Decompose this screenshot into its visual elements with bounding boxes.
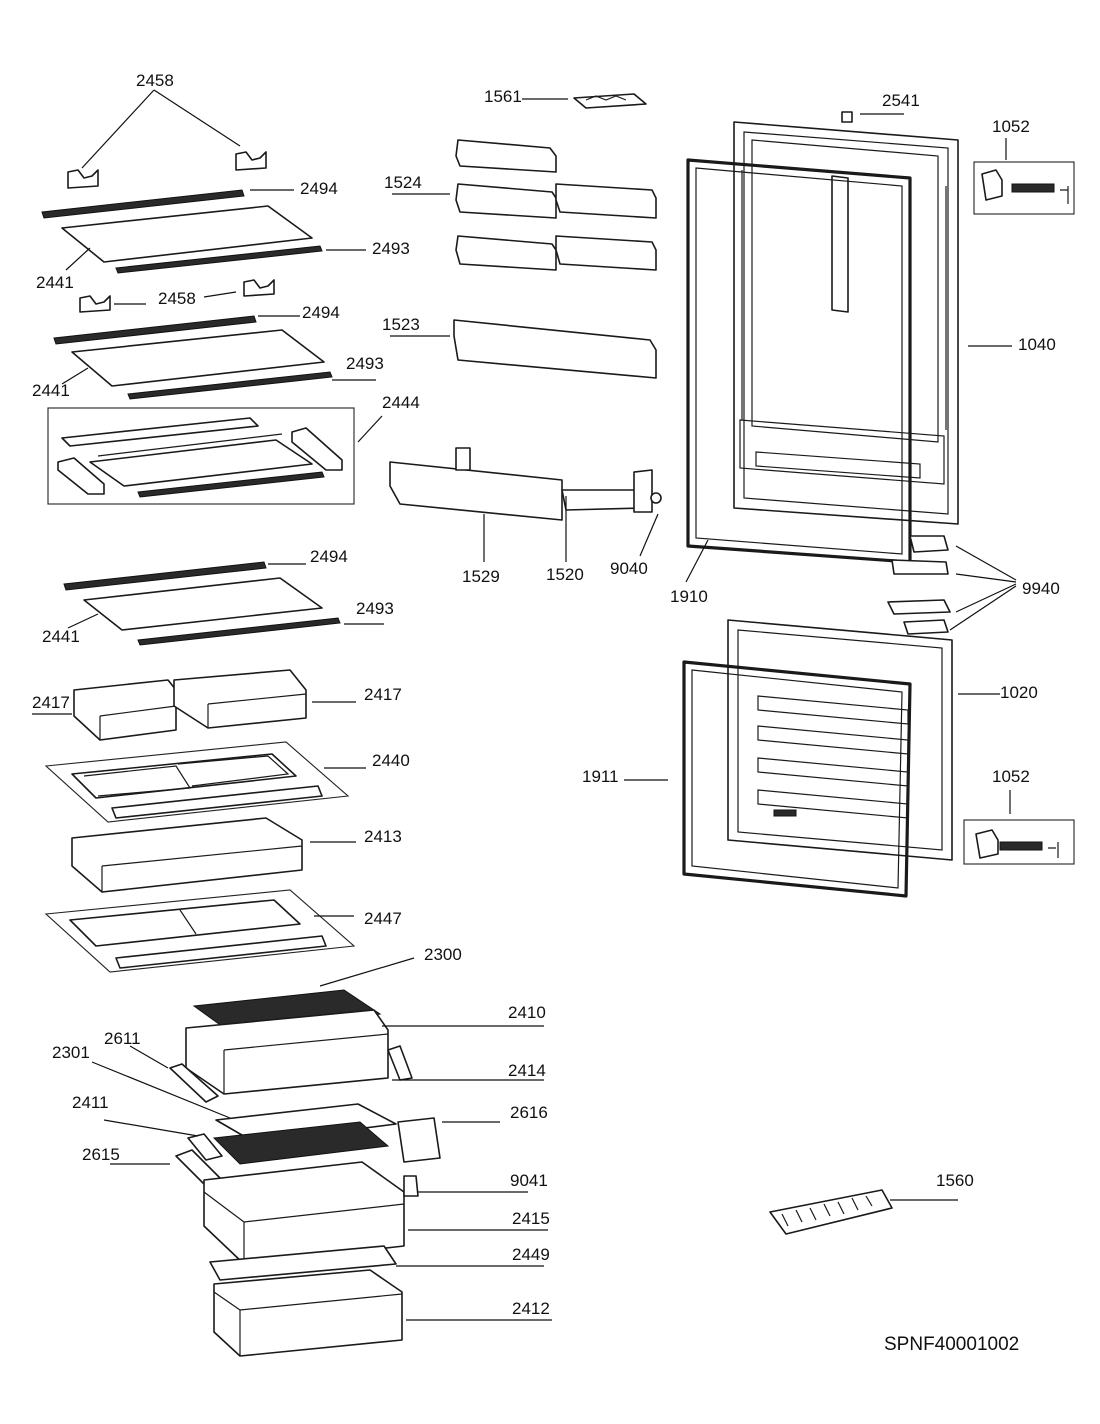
label-2611: 2611 bbox=[104, 1029, 141, 1048]
label-2449: 2449 bbox=[512, 1245, 550, 1264]
middle-hinge-set bbox=[887, 535, 951, 635]
label-2615: 2615 bbox=[82, 1145, 120, 1164]
freezer-middle-drawer bbox=[175, 1149, 419, 1265]
freezer-top-drawer bbox=[169, 989, 413, 1103]
shelf-support-pair-top bbox=[67, 151, 267, 189]
label-2413: 2413 bbox=[364, 827, 402, 846]
glass-shelf-1 bbox=[41, 189, 323, 274]
label-2493-2: 2493 bbox=[346, 354, 384, 373]
label-2494-2: 2494 bbox=[302, 303, 340, 322]
egg-tray bbox=[573, 93, 647, 109]
label-1560: 1560 bbox=[936, 1171, 974, 1190]
freezer-bottom-drawer bbox=[213, 1269, 403, 1357]
crisper-cover-frame bbox=[71, 753, 323, 819]
shelf-support-pair-middle bbox=[79, 279, 275, 313]
label-2494-3: 2494 bbox=[310, 547, 348, 566]
label-2412: 2412 bbox=[512, 1299, 550, 1318]
label-2441-2: 2441 bbox=[32, 381, 70, 400]
label-1523: 1523 bbox=[382, 315, 420, 334]
label-2301: 2301 bbox=[52, 1043, 90, 1062]
label-2458-middle: 2458 bbox=[158, 289, 196, 308]
hinge-kit-bottom bbox=[975, 829, 1059, 859]
hinge-kit-top bbox=[981, 169, 1069, 204]
label-2415: 2415 bbox=[512, 1209, 550, 1228]
label-1529: 1529 bbox=[462, 567, 500, 586]
folding-shelf-assembly bbox=[57, 417, 343, 498]
ice-cube-tray bbox=[769, 1189, 893, 1235]
glass-shelf-2 bbox=[53, 315, 333, 400]
label-1052-bottom: 1052 bbox=[992, 767, 1030, 786]
label-2458-top: 2458 bbox=[136, 71, 174, 90]
label-2441-1: 2441 bbox=[36, 273, 74, 292]
large-crisper-drawer bbox=[71, 817, 303, 893]
label-2441-3: 2441 bbox=[42, 627, 80, 646]
freezer-divider-plate bbox=[209, 1245, 397, 1281]
freezer-door-gasket bbox=[682, 660, 912, 898]
label-1561: 1561 bbox=[484, 87, 522, 106]
hinge-kit-box-bottom bbox=[963, 819, 1075, 865]
freezer-tray bbox=[187, 1103, 441, 1165]
freezer-door-inner bbox=[727, 619, 953, 861]
label-9940: 9940 bbox=[1022, 579, 1060, 598]
label-1910: 1910 bbox=[670, 587, 708, 606]
label-2541: 2541 bbox=[882, 91, 920, 110]
label-1052-top: 1052 bbox=[992, 117, 1030, 136]
label-2444: 2444 bbox=[382, 393, 420, 412]
drawer-cover-frame bbox=[69, 899, 327, 969]
label-1911: 1911 bbox=[582, 767, 619, 786]
label-1524: 1524 bbox=[384, 173, 422, 192]
label-2417-right: 2417 bbox=[364, 685, 402, 704]
fridge-door-inner bbox=[733, 121, 959, 525]
label-1040: 1040 bbox=[1018, 335, 1056, 354]
hinge-cap bbox=[841, 111, 853, 123]
crisper-cover-outline bbox=[44, 741, 350, 823]
label-2417-left: 2417 bbox=[32, 693, 70, 712]
label-2410: 2410 bbox=[508, 1003, 546, 1022]
door-bin-large bbox=[453, 319, 657, 379]
drawer-cover-outline bbox=[44, 889, 356, 973]
label-2447: 2447 bbox=[364, 909, 402, 928]
door-bin-small-set bbox=[455, 139, 657, 271]
diagram-code: SPNF40001002 bbox=[884, 1334, 1019, 1355]
hinge-kit-box-top bbox=[973, 161, 1075, 215]
dairy-compartment bbox=[389, 447, 662, 521]
label-9041: 9041 bbox=[510, 1171, 548, 1190]
label-2493-3: 2493 bbox=[356, 599, 394, 618]
label-1520: 1520 bbox=[546, 565, 584, 584]
label-2616: 2616 bbox=[510, 1103, 548, 1122]
label-2494-1: 2494 bbox=[300, 179, 338, 198]
crisper-drawer-pair bbox=[73, 669, 307, 741]
label-2411: 2411 bbox=[72, 1093, 109, 1112]
label-1020: 1020 bbox=[1000, 683, 1038, 702]
label-2493-1: 2493 bbox=[372, 239, 410, 258]
glass-shelf-3 bbox=[63, 561, 341, 646]
label-2440: 2440 bbox=[372, 751, 410, 770]
folding-shelf-box bbox=[47, 407, 355, 505]
label-9040: 9040 bbox=[610, 559, 648, 578]
label-2300: 2300 bbox=[424, 945, 462, 964]
label-2414: 2414 bbox=[508, 1061, 546, 1080]
